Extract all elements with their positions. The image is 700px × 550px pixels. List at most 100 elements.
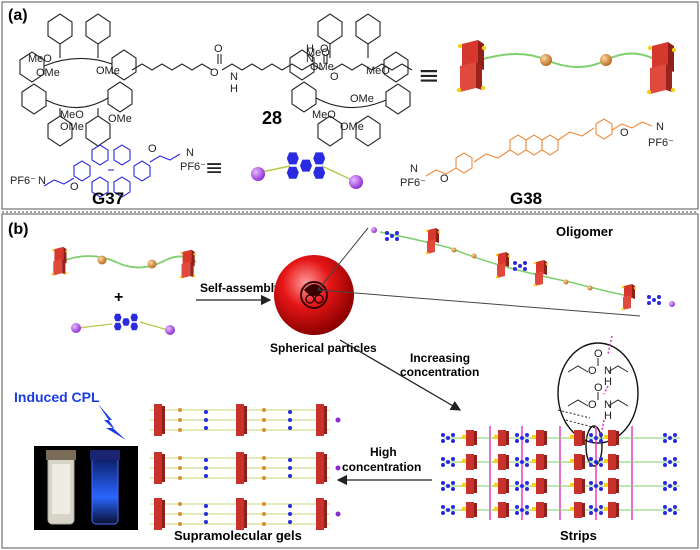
o-label-3: O (320, 43, 329, 55)
strip-pillar (462, 502, 477, 518)
strip-pillar (604, 454, 619, 470)
strip-pillar (532, 430, 547, 446)
gel-bead (262, 512, 266, 516)
gel-pillar-side (244, 454, 247, 482)
guest-g37-label: G37 (92, 189, 124, 208)
gel-bead (178, 466, 182, 470)
ome-label-5: OMe (310, 61, 334, 73)
pillararene-right-structure (289, 13, 411, 147)
gel-pillar-side (244, 406, 247, 434)
induced-cpl-label: Induced CPL (14, 389, 100, 405)
gel-pillar (154, 404, 162, 436)
gel-bead (262, 466, 266, 470)
gel-pillar (236, 404, 244, 436)
ome-label-7: OMe (340, 121, 364, 133)
g37-n-bottom: N (38, 175, 46, 187)
strip-pillar (570, 430, 585, 446)
strip-pillar (570, 454, 585, 470)
strip-pillar (604, 478, 619, 494)
gel-pillar (154, 452, 162, 484)
strip-pillar (462, 454, 477, 470)
meo-label-4: MeO (366, 65, 390, 77)
strip-pillar (494, 430, 509, 446)
gel-pillar-side (244, 500, 247, 528)
gel-pillar (154, 498, 162, 530)
gel-bead (262, 428, 266, 432)
g37-o-top: O (148, 143, 157, 155)
g37-structure (43, 144, 181, 198)
g37-pf6-top: PF6⁻ (180, 161, 206, 173)
increasing-label-line2: concentration (400, 365, 479, 379)
gel-bead (178, 502, 182, 506)
inset-h-1: H (604, 376, 612, 388)
increasing-concentration-arrow (339, 339, 462, 411)
n-label-2: N (306, 53, 314, 65)
strip-pillar (532, 502, 547, 518)
equivalence-sign-1: ≡ (418, 61, 440, 91)
meo-label-5: MeO (312, 109, 336, 121)
inset-n-1: N (604, 365, 612, 377)
g37-cartoon-end-right (349, 175, 363, 189)
equivalence-sign-2: ≡ (205, 156, 223, 181)
host-cartoon (456, 40, 677, 95)
gel-guest (204, 504, 208, 508)
strip-pillar (462, 430, 477, 446)
g38-pf6-right: PF6⁻ (648, 137, 674, 149)
g38-pf6-left: PF6⁻ (400, 177, 426, 189)
gel-guest (204, 426, 208, 430)
gel-pillar-side (162, 500, 165, 528)
meo-label-1: MeO (28, 53, 52, 65)
gel-bead (178, 418, 182, 422)
gel-guest (204, 458, 208, 462)
g38-n-right: N (656, 121, 664, 133)
gel-vial-photo (34, 446, 138, 530)
gel-pillar-side (324, 406, 327, 434)
high-concentration-line1: High (370, 445, 397, 459)
gel-end-cap (335, 417, 341, 423)
gel-bead (178, 522, 182, 526)
strip-pillar (532, 478, 547, 494)
gel-bead (178, 408, 182, 412)
g37-o-bottom: O (70, 181, 79, 193)
ome-label-3: OMe (60, 121, 84, 133)
self-assembly-label: Self-assembly (200, 281, 281, 295)
supramolecular-gels-label: Supramolecular gels (174, 528, 302, 543)
host-cartoon-b (51, 246, 197, 279)
guest-g38-label: G38 (510, 189, 542, 208)
g37-cartoon (251, 152, 363, 189)
h-label-2: H (306, 43, 314, 55)
g37-cartoon-end-left (251, 167, 265, 181)
zoom-line-bottom (317, 289, 641, 317)
gel-guest (288, 458, 292, 462)
strip-pillar (494, 454, 509, 470)
strip-pillar (570, 502, 585, 518)
meo-label-3: MeO (306, 47, 330, 59)
gel-pillar (236, 498, 244, 530)
gel-end-cap (335, 511, 341, 517)
strip-highlight-ellipse (585, 425, 603, 467)
host-cartoon-linker (479, 52, 661, 68)
gel-bead (262, 408, 266, 412)
panel-b-label: (b) (8, 221, 28, 238)
strips-network (441, 426, 680, 520)
strip-pillar (570, 478, 585, 494)
pillararene-left-structure (19, 13, 137, 147)
guest-cartoon-b (71, 313, 175, 335)
g38-structure (425, 118, 653, 177)
zoom-line-top (317, 227, 369, 291)
high-concentration-line2: concentration (342, 460, 421, 474)
gel-pillar-side (162, 406, 165, 434)
gel-pillar (316, 404, 324, 436)
gel-bead (178, 428, 182, 432)
o-label-4: O (330, 71, 339, 83)
gel-pillar (236, 452, 244, 484)
gel-guest (288, 418, 292, 422)
gel-bead (262, 502, 266, 506)
gel-bead (262, 476, 266, 480)
gel-bead (262, 522, 266, 526)
o-label-2: O (210, 67, 219, 79)
gel-guest (288, 504, 292, 508)
strip-pillar (494, 478, 509, 494)
host-cartoon-bead-1 (540, 54, 552, 66)
